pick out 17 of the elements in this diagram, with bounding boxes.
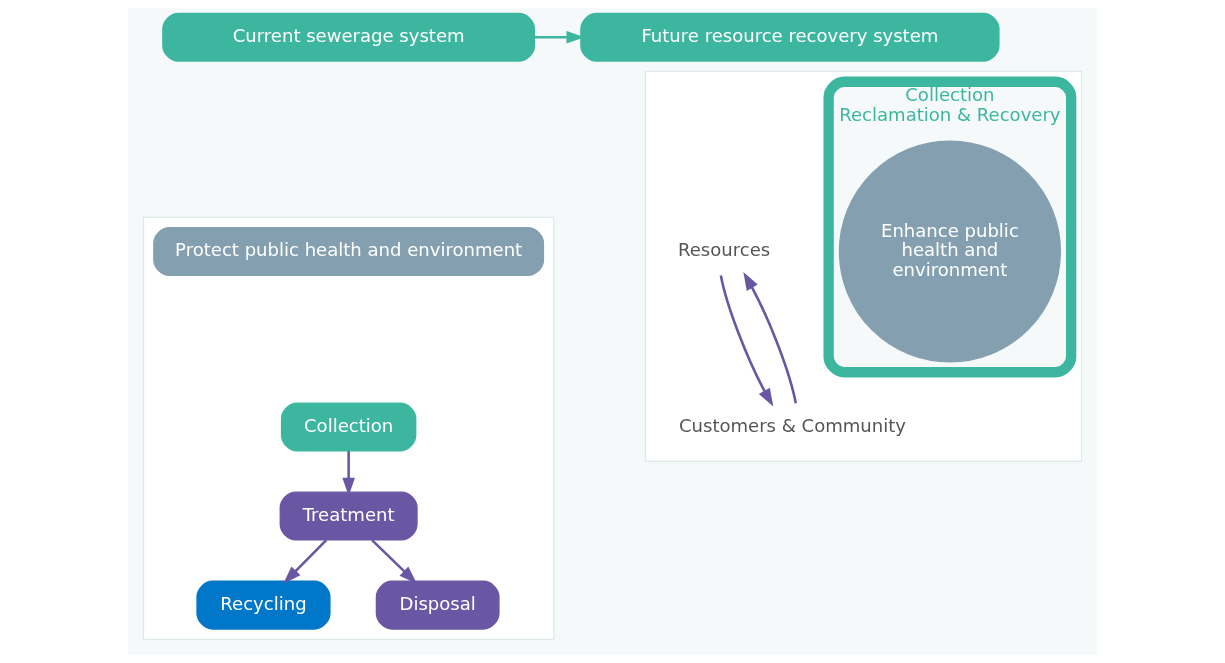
node-box: Future resource recovery system bbox=[580, 12, 1000, 62]
arrow bbox=[743, 272, 798, 404]
node-box: Recycling bbox=[196, 580, 331, 630]
node-box: Disposal bbox=[375, 580, 500, 630]
arrow bbox=[371, 539, 417, 584]
arrow bbox=[283, 539, 328, 584]
arrow bbox=[719, 275, 774, 407]
node-text: Resources bbox=[678, 239, 771, 261]
node-circle: Enhance public health and environment bbox=[838, 140, 1062, 363]
arrow bbox=[342, 451, 355, 496]
cluster bbox=[142, 216, 555, 640]
node-box: Protect public health and environment bbox=[153, 227, 545, 276]
node-box: Treatment bbox=[279, 491, 418, 541]
node-box: Collection bbox=[280, 402, 417, 452]
node-text: Customers & Community bbox=[678, 414, 907, 436]
cluster bbox=[644, 70, 1083, 462]
node-box: Current sewerage system bbox=[162, 12, 536, 62]
